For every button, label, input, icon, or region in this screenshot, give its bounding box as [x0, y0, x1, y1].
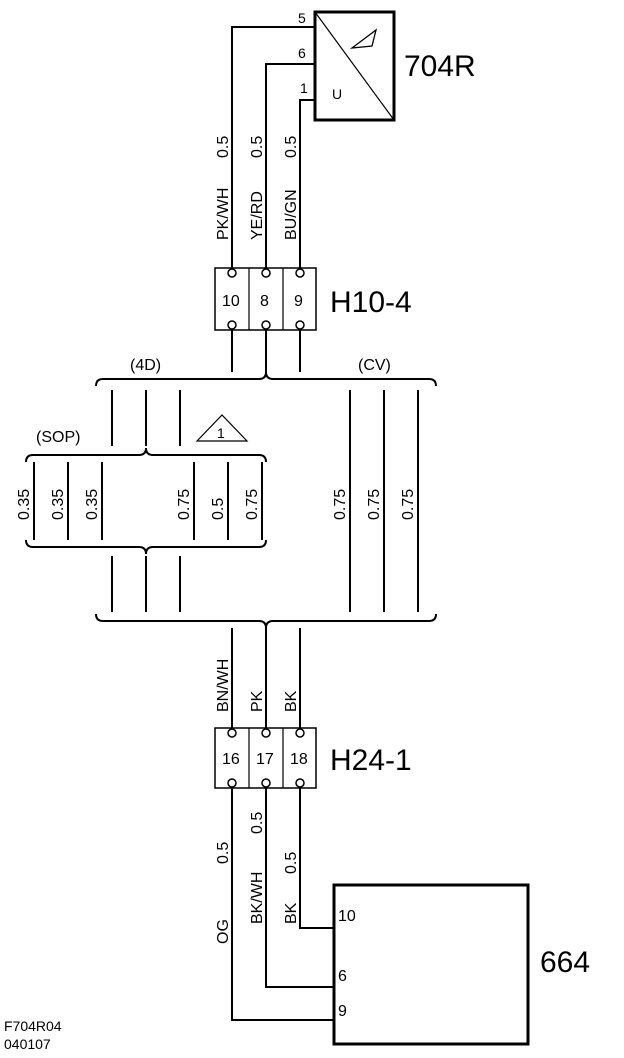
bottom-wire-labels: OG 0.5 BK/WH 0.5 BK 0.5	[215, 812, 300, 944]
h10-pin-8: 8	[260, 293, 269, 310]
top-brace: (4D) (CV)	[95, 357, 437, 387]
note-triangle-icon: 1	[195, 414, 249, 442]
component-664-label: 664	[540, 946, 590, 979]
bottom-wires	[231, 788, 334, 1021]
variant-4d-top: (4D)	[130, 357, 161, 374]
footer: F704R04 040107	[4, 1018, 62, 1052]
size-label-7: 0.75	[332, 489, 349, 520]
figure-code: F704R04	[4, 1018, 62, 1034]
h24-pin-17: 17	[256, 751, 274, 768]
size-label-3: 0.35	[84, 489, 101, 520]
size-label-1: 0.35	[16, 489, 33, 520]
h10-pin-9: 9	[294, 293, 303, 310]
pin-6-label-664: 6	[338, 968, 347, 985]
component-664: 10 6 9 664	[332, 883, 590, 1046]
connector-h24-1-label: H24-1	[330, 744, 412, 777]
wire-color-bkwh: BK/WH	[249, 872, 266, 924]
top-wire-labels: PK/WH 0.5 YE/RD 0.5 BU/GN 0.5	[215, 136, 300, 240]
connector-h10-4-label: H10-4	[330, 286, 412, 319]
wire-color-pk: PK	[249, 690, 266, 712]
wire-size-bugn: 0.5	[283, 136, 300, 158]
wire-color-pkwh: PK/WH	[215, 188, 232, 240]
4d-lines-upper	[111, 390, 181, 446]
figure-date: 040107	[4, 1036, 51, 1052]
4d-lines-lower	[111, 556, 181, 612]
u-label: U	[332, 86, 342, 102]
size-label-8: 0.75	[366, 489, 383, 520]
connector-h10-4: 10 8 9 H10-4	[214, 267, 412, 331]
wire-size-yerd: 0.5	[249, 136, 266, 158]
wire-color-bugn: BU/GN	[283, 189, 300, 240]
wire-color-og: OG	[215, 919, 232, 944]
size-label-2: 0.35	[50, 489, 67, 520]
bottom-brace	[95, 613, 437, 629]
component-704r-label: 704R	[404, 50, 476, 83]
size-label-6: 0.75	[244, 489, 261, 520]
note-number: 1	[217, 425, 225, 441]
sop-brace-bottom	[25, 539, 267, 555]
size-label-4: 0.75	[176, 489, 193, 520]
component-704r: U 704R 5 6 1	[298, 10, 476, 122]
mid-wires: BN/WH PK BK	[215, 628, 301, 728]
pin-5-label: 5	[298, 10, 306, 26]
wire-size-bk-bottom: 0.5	[283, 852, 300, 874]
wire-color-bk-bottom: BK	[283, 902, 300, 924]
pin-1-label: 1	[300, 80, 308, 96]
sop-brace-top: (SOP)	[25, 429, 267, 463]
pin-10-label: 10	[338, 908, 356, 925]
h24-pin-16: 16	[222, 751, 240, 768]
cv-wires: 0.75 0.75 0.75	[332, 390, 419, 612]
h24-pin-18: 18	[290, 751, 308, 768]
wire-color-yerd: YE/RD	[249, 191, 266, 240]
size-label-9: 0.75	[400, 489, 417, 520]
variant-sop: (SOP)	[36, 429, 80, 446]
size-label-5: 0.5	[210, 498, 227, 520]
h10-pin-10: 10	[222, 293, 240, 310]
top-wires	[231, 26, 315, 268]
sop-size-labels: 0.35 0.35 0.35 0.75 0.5 0.75	[16, 489, 261, 520]
pin-6-label: 6	[298, 45, 306, 61]
connector-h24-1: 16 17 18 H24-1	[214, 727, 412, 789]
wire-color-bnwh: BN/WH	[215, 659, 232, 712]
sop-wires	[33, 462, 263, 540]
wire-size-og: 0.5	[215, 842, 232, 864]
wire-size-bkwh: 0.5	[249, 812, 266, 834]
variant-cv: (CV)	[358, 357, 391, 374]
wire-color-bk: BK	[283, 690, 300, 712]
pin-9-label-664: 9	[338, 1003, 347, 1020]
wire-size-pkwh: 0.5	[215, 136, 232, 158]
